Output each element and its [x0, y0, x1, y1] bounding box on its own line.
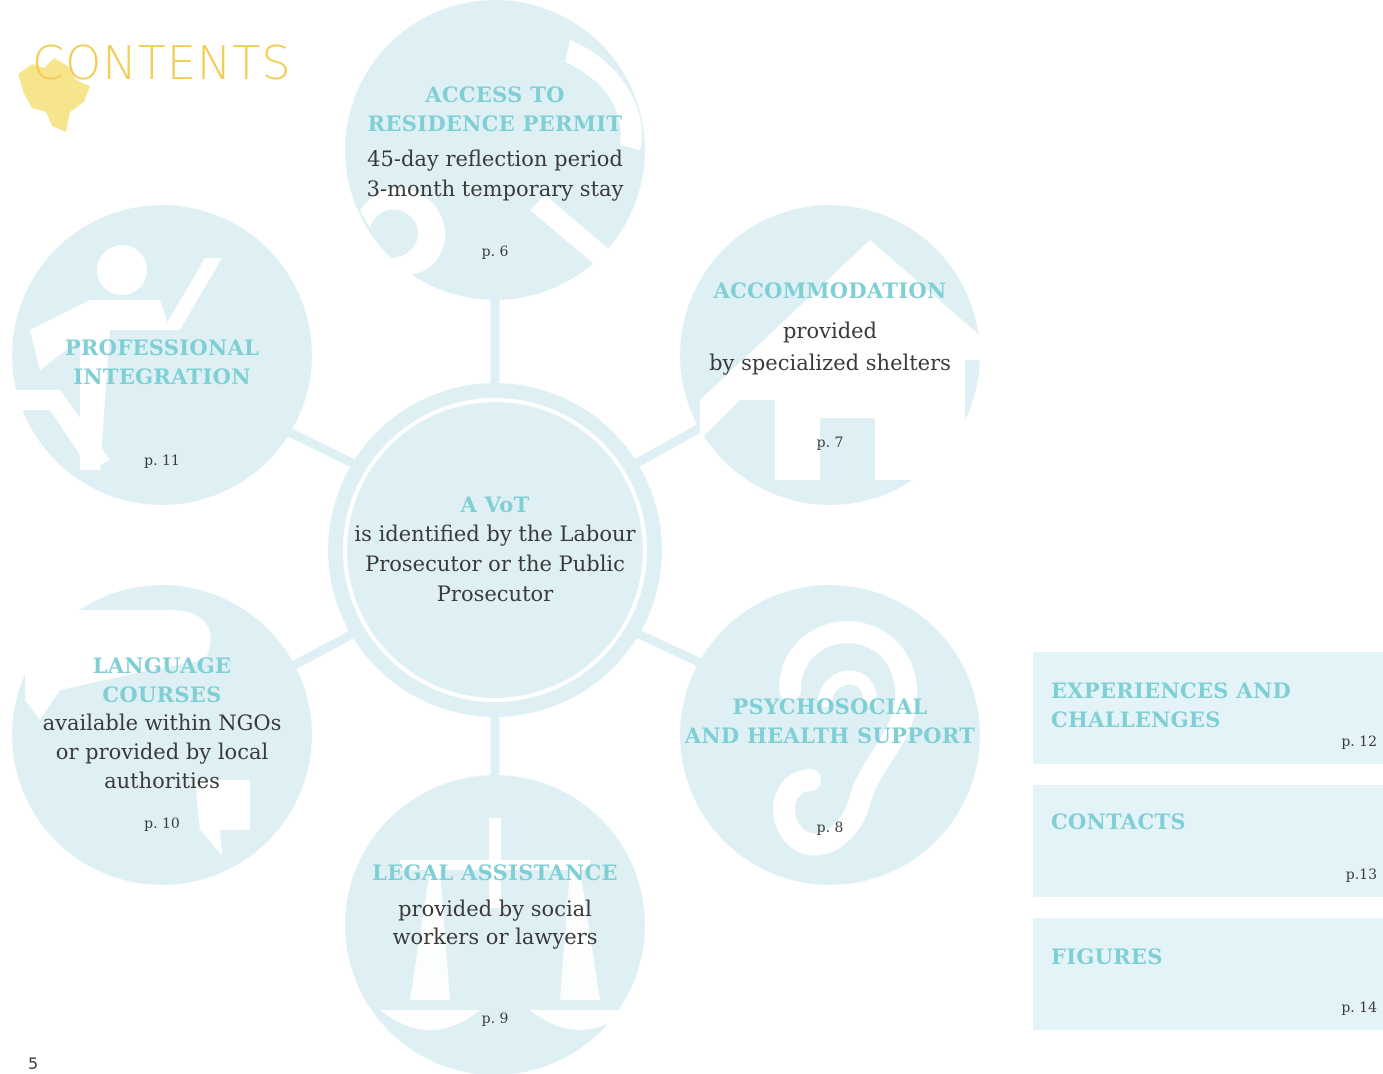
- section-description: available within NGOs or provided by loc…: [42, 711, 282, 793]
- map-icon: [18, 58, 90, 132]
- page-reference: p. 8: [816, 820, 844, 836]
- ear-icon: [773, 621, 918, 856]
- page-reference: p. 10: [144, 816, 180, 832]
- page-reference: p. 7: [816, 435, 844, 451]
- section-experiences-challenges[interactable]: EXPERIENCES AND CHALLENGES p. 12: [1033, 652, 1383, 764]
- section-heading: CONTACTS: [1051, 809, 1186, 834]
- section-heading: PROFESSIONAL INTEGRATION: [64, 335, 260, 389]
- section-description: provided by social workers or lawyers: [392, 897, 598, 949]
- passport-icon: [360, 40, 642, 275]
- section-professional-integration[interactable]: PROFESSIONAL INTEGRATION p. 11: [12, 333, 312, 469]
- section-legal-assistance[interactable]: LEGAL ASSISTANCE provided by social work…: [345, 858, 645, 1027]
- section-heading: ACCOMMODATION: [713, 278, 947, 303]
- section-heading: FIGURES: [1051, 944, 1163, 969]
- page-reference: p. 14: [1341, 1000, 1377, 1016]
- section-figures[interactable]: FIGURES p. 14: [1033, 918, 1383, 1030]
- speech-bubble-icon: [25, 610, 250, 855]
- section-accommodation[interactable]: ACCOMMODATION provided by specialized sh…: [680, 276, 980, 451]
- section-contacts[interactable]: CONTACTS p.13: [1033, 785, 1383, 897]
- section-heading: ACCESS TO RESIDENCE PERMIT: [367, 82, 623, 136]
- center-heading: A VoT: [460, 492, 530, 517]
- section-heading: LEGAL ASSISTANCE: [372, 860, 618, 885]
- page-reference: p. 12: [1341, 734, 1377, 750]
- page-number: 5: [28, 1054, 39, 1073]
- page-reference: p. 9: [481, 1011, 509, 1027]
- section-description: provided by specialized shelters: [709, 319, 951, 375]
- scales-icon: [380, 818, 630, 1030]
- center-description: is identified by the Labour Prosecutor o…: [354, 522, 636, 606]
- page-reference: p. 6: [481, 244, 509, 260]
- section-description: 45-day reflection period 3-month tempora…: [366, 147, 624, 201]
- house-icon: [700, 240, 985, 480]
- section-heading: PSYCHOSOCIAL AND HEALTH SUPPORT: [684, 694, 976, 748]
- section-center-vot: A VoT is identified by the Labour Prosec…: [345, 490, 645, 609]
- connectors: [282, 300, 708, 800]
- section-language-courses[interactable]: LANGUAGE COURSES available within NGOs o…: [12, 651, 312, 832]
- page-reference: p.13: [1345, 867, 1377, 883]
- page-reference: p. 11: [144, 453, 180, 469]
- worker-icon: [15, 245, 222, 470]
- page-title: CONTENTS: [32, 36, 292, 90]
- section-heading: EXPERIENCES AND CHALLENGES: [1051, 678, 1291, 732]
- section-heading: LANGUAGE COURSES: [92, 653, 232, 707]
- section-residence-permit[interactable]: ACCESS TO RESIDENCE PERMIT 45-day reflec…: [345, 80, 645, 260]
- section-psychosocial-health[interactable]: PSYCHOSOCIAL AND HEALTH SUPPORT p. 8: [670, 692, 990, 836]
